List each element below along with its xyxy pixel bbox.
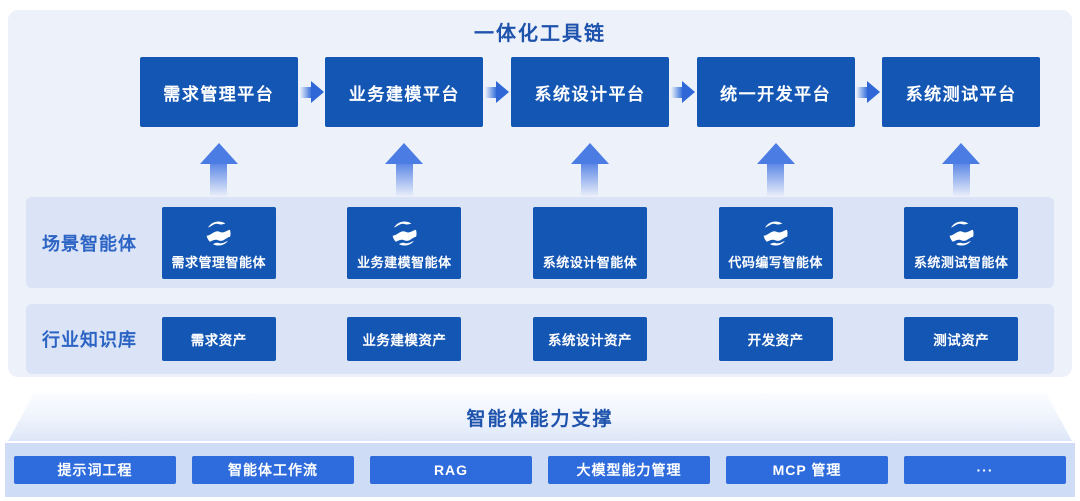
agent-box-business-modeling: 业务建模智能体	[347, 206, 462, 279]
agent-label: 代码编写智能体	[728, 254, 823, 270]
platform-box-requirements: 需求管理平台	[139, 57, 298, 127]
agent-label: 业务建模智能体	[357, 254, 452, 270]
arrow-up-icon	[570, 143, 609, 197]
platform-row: 需求管理平台 业务建模平台 系统设计平台 统一开发平台 系统测试平台	[26, 57, 1054, 127]
globe-icon	[946, 218, 977, 249]
scene-agents-band: 场景智能体 需求管理智能体 业务建模智能体	[26, 197, 1054, 288]
arrow-right-icon	[299, 81, 324, 103]
agent-label: 需求管理智能体	[171, 254, 267, 270]
spacer	[26, 57, 126, 127]
arrow-right-icon	[670, 81, 695, 103]
up-arrows-row	[26, 143, 1054, 197]
capability-mcp-management: MCP 管理	[726, 456, 888, 484]
agent-box-code-writing: 代码编写智能体	[718, 206, 833, 279]
knowledge-base-band: 行业知识库 需求资产 业务建模资产 系统设计资产 开发资产 测试资产	[26, 304, 1054, 374]
asset-box-business-modeling: 业务建模资产	[347, 317, 462, 361]
agent-box-system-test: 系统测试智能体	[904, 206, 1019, 279]
scene-agents-label: 场景智能体	[42, 233, 137, 254]
arrow-right-icon	[485, 81, 510, 103]
asset-box-requirements: 需求资产	[161, 317, 276, 361]
toolchain-title: 一体化工具链	[474, 23, 606, 45]
capability-agent-workflow: 智能体工作流	[192, 456, 354, 484]
support-platform-shape: 智能体能力支撑	[8, 393, 1072, 441]
spacer	[26, 143, 126, 197]
arrow-up-icon	[385, 143, 424, 197]
arrow-up-icon	[199, 143, 238, 197]
capability-llm-management: 大模型能力管理	[548, 456, 710, 484]
arrow-up-icon	[756, 143, 795, 197]
asset-box-testing: 测试资产	[904, 317, 1019, 361]
globe-icon	[760, 218, 791, 249]
globe-icon	[389, 218, 420, 249]
globe-icon	[203, 218, 234, 249]
arrow-up-icon	[942, 143, 981, 197]
agent-label: 系统测试智能体	[913, 254, 1009, 270]
asset-box-system-design: 系统设计资产	[532, 317, 647, 361]
arrow-right-icon	[856, 81, 881, 103]
agent-box-requirements: 需求管理智能体	[161, 206, 276, 279]
platform-box-system-test: 系统测试平台	[882, 57, 1041, 127]
capability-band: 提示词工程 智能体工作流 RAG 大模型能力管理 MCP 管理 ···	[5, 443, 1075, 497]
platform-box-system-design: 系统设计平台	[510, 57, 669, 127]
capability-rag: RAG	[370, 456, 532, 484]
agent-box-system-design: 系统设计智能体	[532, 206, 647, 279]
knowledge-base-label: 行业知识库	[42, 330, 137, 350]
platform-box-unified-dev: 统一开发平台	[696, 57, 855, 127]
asset-box-development: 开发资产	[718, 317, 833, 361]
support-title: 智能体能力支撑	[466, 408, 614, 430]
capability-more: ···	[904, 456, 1066, 484]
platform-box-business-modeling: 业务建模平台	[325, 57, 484, 127]
toolchain-panel: 一体化工具链 需求管理平台 业务建模平台 系统设计平台 统一开发平台 系统测试平…	[8, 10, 1072, 377]
agent-label: 系统设计智能体	[542, 254, 638, 270]
capability-prompt-engineering: 提示词工程	[14, 456, 176, 484]
